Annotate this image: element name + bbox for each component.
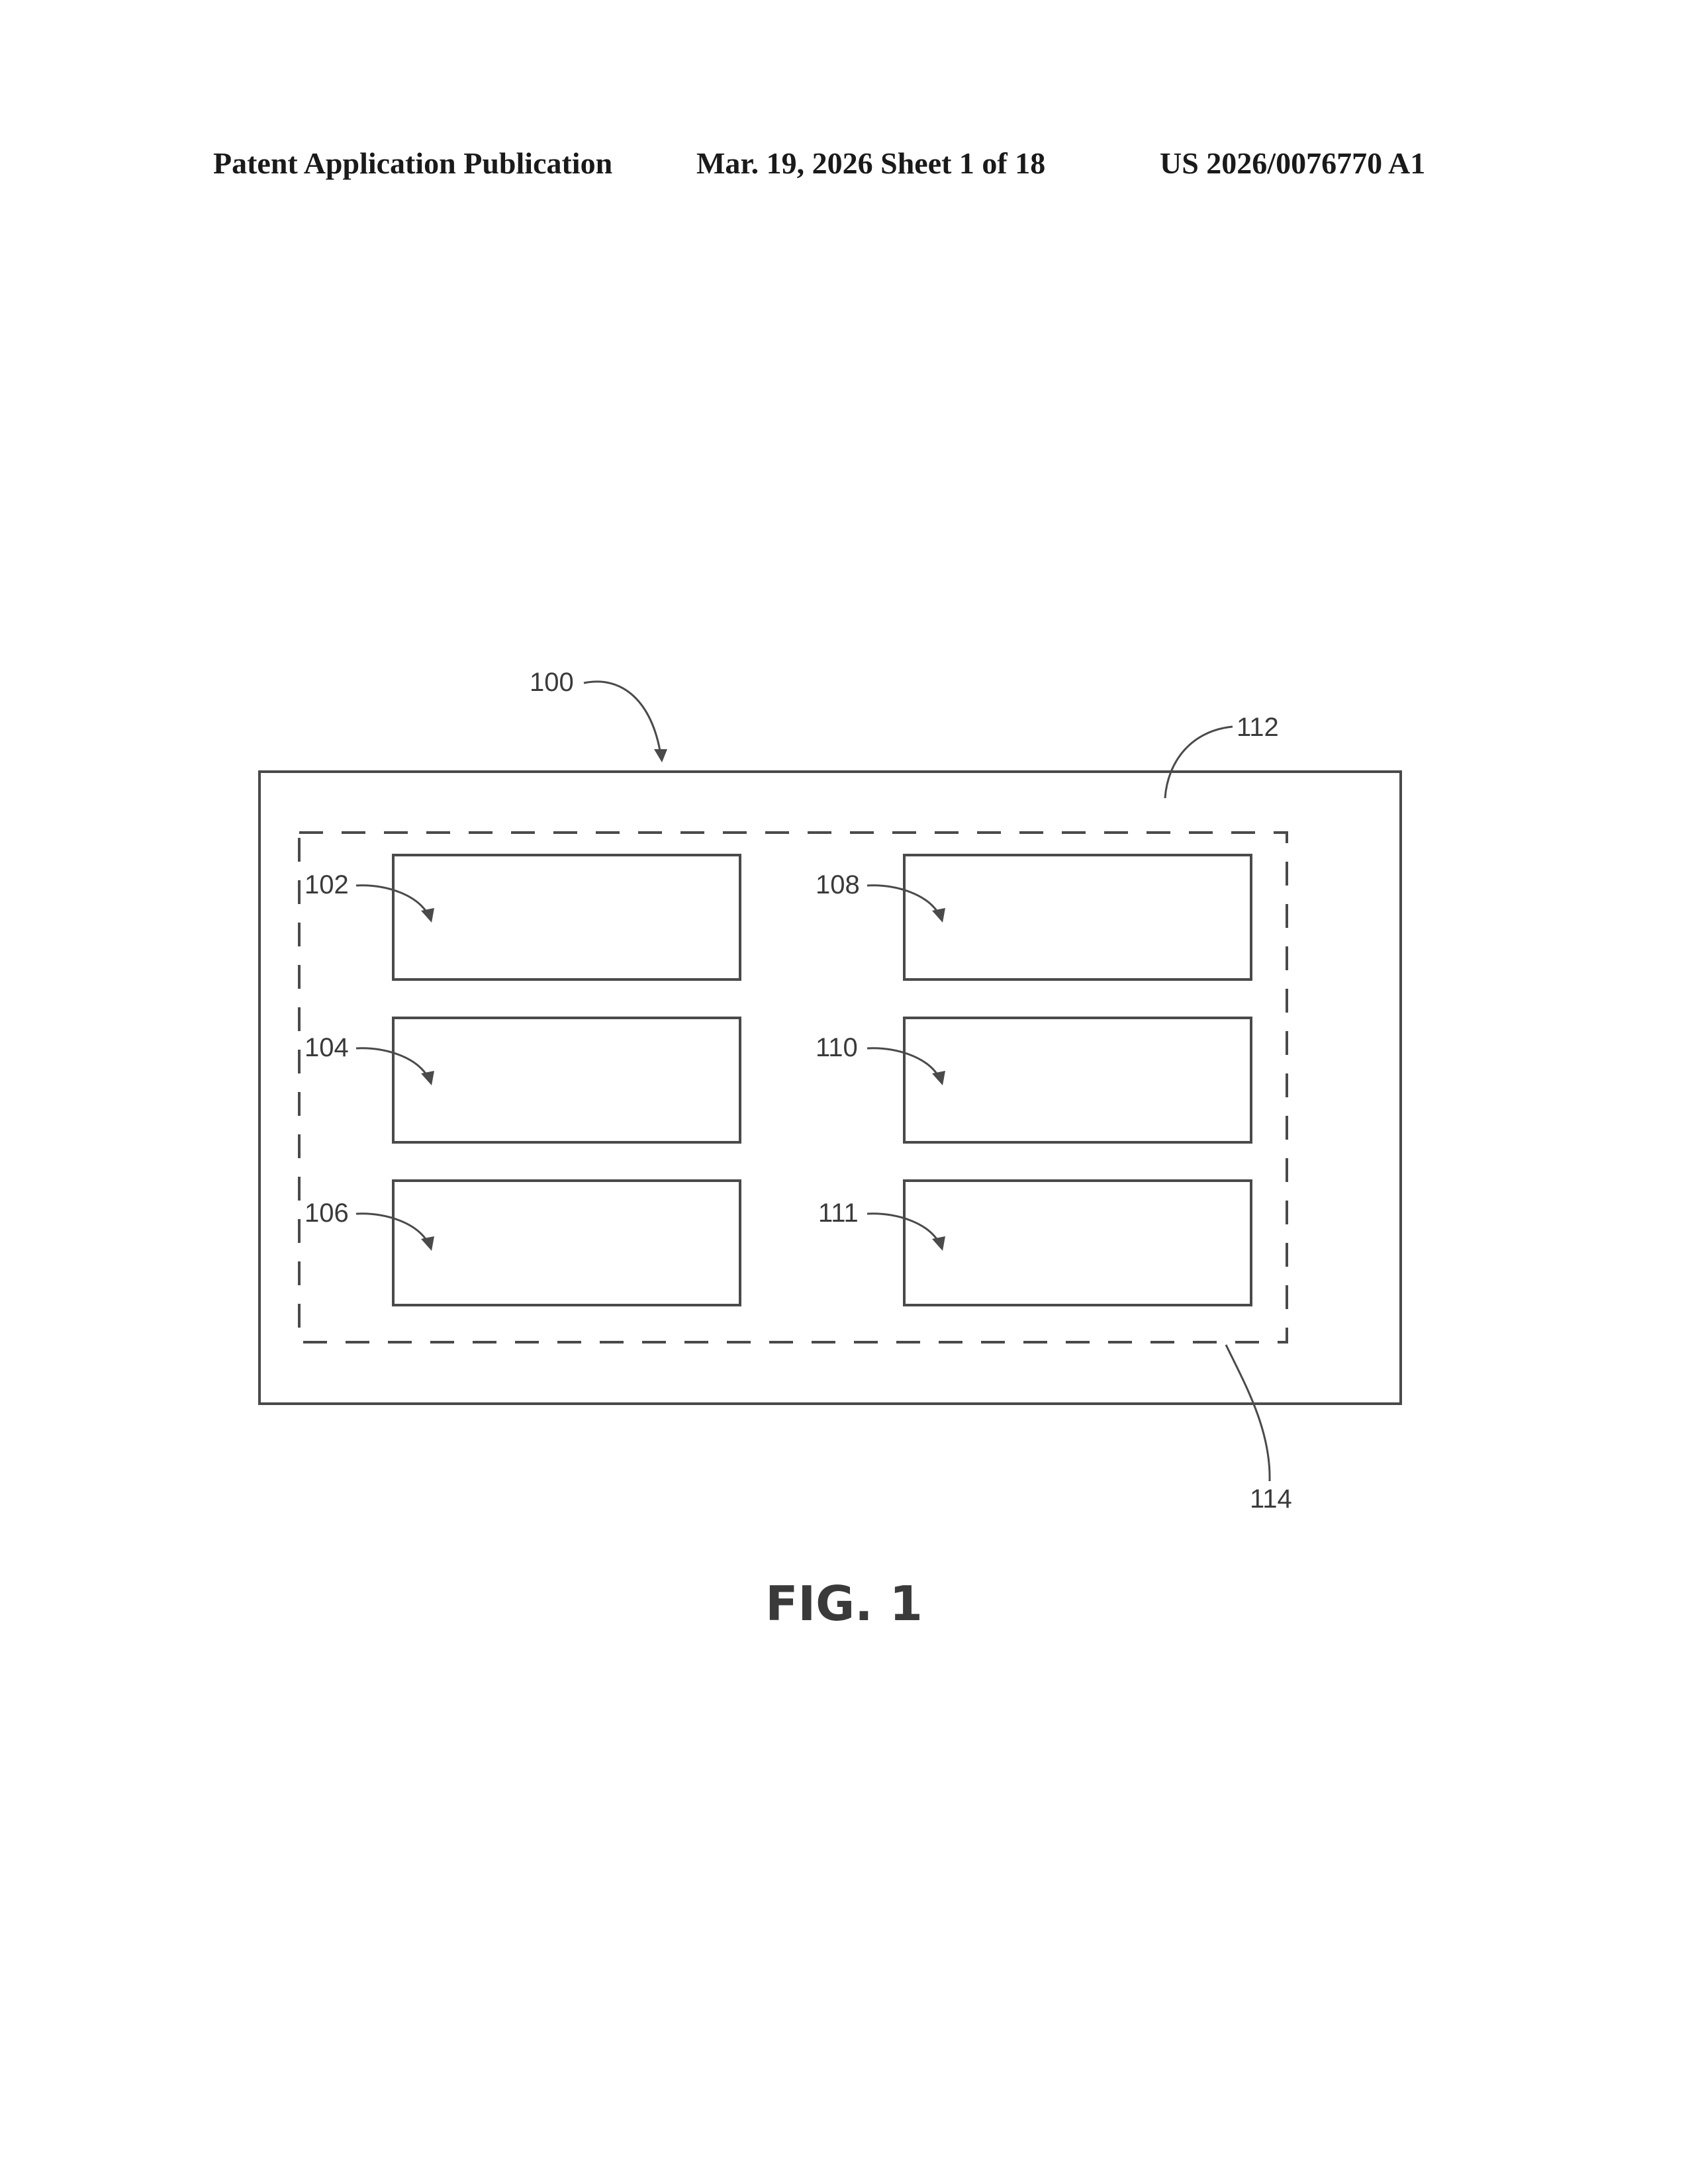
block-102 — [393, 855, 740, 979]
leader-112 — [1165, 727, 1233, 798]
ref-label-111: 111 — [818, 1199, 859, 1228]
block-110 — [904, 1018, 1251, 1142]
arrow-104 — [421, 1071, 434, 1085]
block-104 — [393, 1018, 740, 1142]
ref-label-104: 104 — [305, 1033, 349, 1062]
ref-label-110: 110 — [816, 1033, 858, 1062]
ref-label-112: 112 — [1237, 713, 1279, 742]
figure-caption: FIG. 1 — [765, 1576, 923, 1631]
arrow-110 — [932, 1071, 945, 1085]
ref-label-108: 108 — [816, 870, 860, 899]
block-108 — [904, 855, 1251, 979]
arrow-106 — [421, 1236, 434, 1251]
outer-box — [259, 772, 1401, 1404]
arrow-108 — [932, 908, 945, 923]
arrow-102 — [421, 908, 434, 923]
ref-label-102: 102 — [305, 870, 349, 899]
leader-114 — [1226, 1345, 1270, 1481]
arrow-111 — [932, 1236, 945, 1251]
ref-label-114: 114 — [1250, 1484, 1292, 1514]
dashed-region — [299, 833, 1287, 1342]
block-111 — [904, 1181, 1251, 1305]
ref-label-106: 106 — [305, 1199, 349, 1228]
arrow-100 — [654, 749, 667, 762]
block-106 — [393, 1181, 740, 1305]
ref-label-100: 100 — [530, 668, 574, 697]
leader-100 — [584, 682, 661, 754]
